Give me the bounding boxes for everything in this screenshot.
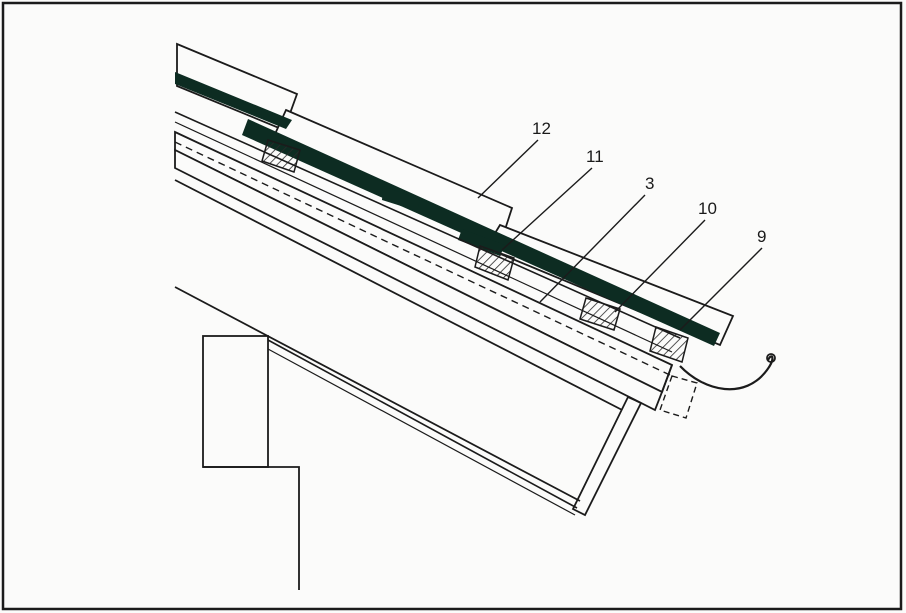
rafter-lower-board [174,148,664,412]
membrane-strip [175,72,292,129]
gutter-bead [766,353,776,363]
rafter-end [661,364,673,393]
batten [474,245,515,282]
callout-leader-12 [477,139,539,199]
wall-block [202,335,269,468]
membrane-notch [382,186,420,211]
callout-leader-10 [614,219,706,313]
gutter [679,355,774,391]
callout-leader-11 [501,167,593,251]
fascia-dashed [659,375,698,419]
underlay-line [174,111,681,339]
callout-leader-3 [539,194,646,303]
callout-label-9: 9 [757,227,766,246]
rafter-lower-edge [174,179,629,414]
callout-leader-9 [679,247,763,331]
callout-label-12: 12 [532,119,551,138]
underlay-line [174,121,673,353]
membrane-strip [242,119,720,346]
callout-label-11: 11 [586,147,604,166]
soffit-line-lower [267,339,578,509]
soffit-line [174,286,581,502]
membrane-strip [458,229,505,256]
eave-post [571,395,643,517]
callout-label-3: 3 [645,174,654,193]
soffit-line-lower-2 [267,348,576,516]
wall-outline [203,466,300,590]
callout-label-10: 10 [698,199,717,218]
